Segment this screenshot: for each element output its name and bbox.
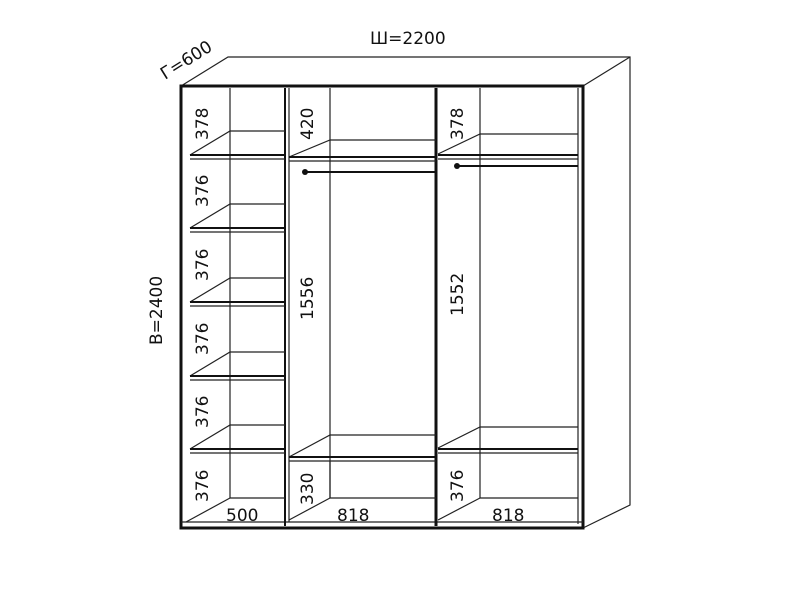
middle-top-height: 420 xyxy=(298,108,318,140)
height-label: В=2400 xyxy=(147,276,167,345)
middle-section xyxy=(288,88,436,521)
left-shelf-height-4: 376 xyxy=(193,323,213,355)
middle-section-width: 818 xyxy=(337,506,369,526)
left-shelf-height-6: 376 xyxy=(193,470,213,502)
left-section-width: 500 xyxy=(226,506,258,526)
shelf xyxy=(189,351,285,381)
right-bottom-height: 376 xyxy=(448,470,468,502)
rod-mount-icon xyxy=(454,163,460,169)
rod-mount-icon xyxy=(302,169,308,175)
shelf xyxy=(189,203,285,233)
left-shelf-height-1: 378 xyxy=(193,108,213,140)
left-shelf-height-5: 376 xyxy=(193,396,213,428)
shelf xyxy=(189,277,285,307)
left-shelf-height-2: 376 xyxy=(193,175,213,207)
right-hanging-height: 1552 xyxy=(448,273,468,316)
right-section xyxy=(437,88,578,521)
depth-label: Г=600 xyxy=(157,37,216,84)
right-section-width: 818 xyxy=(492,506,524,526)
left-shelf-height-3: 376 xyxy=(193,249,213,281)
shelf xyxy=(189,424,285,454)
right-top-height: 378 xyxy=(448,108,468,140)
middle-hanging-height: 1556 xyxy=(298,277,318,320)
shelf xyxy=(189,130,285,160)
middle-bottom-height: 330 xyxy=(298,473,318,505)
wardrobe-carcass xyxy=(179,56,631,530)
left-section xyxy=(185,88,285,523)
width-label: Ш=2200 xyxy=(370,29,446,49)
